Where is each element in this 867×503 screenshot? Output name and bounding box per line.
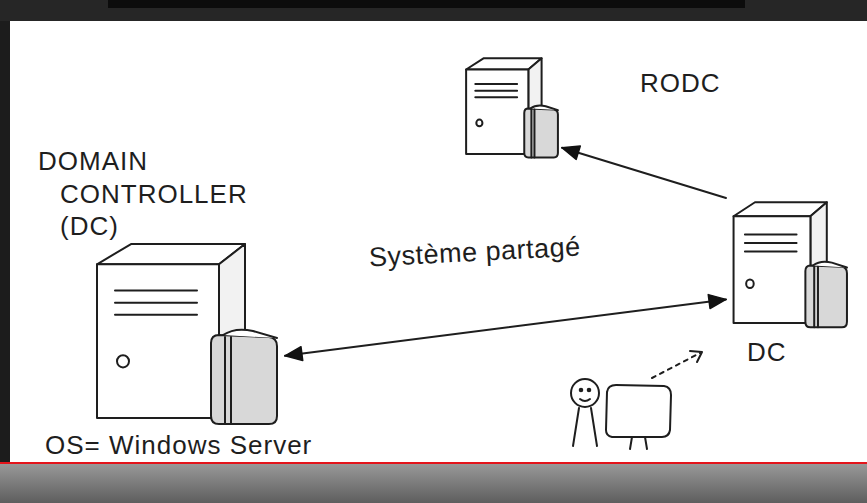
server-icon [726, 198, 852, 328]
top-strip [108, 0, 745, 8]
book-cover [524, 108, 558, 157]
left-border [0, 21, 10, 463]
dotted-arrow [652, 353, 700, 378]
server-front [734, 216, 811, 323]
server-node: DOMAIN CONTROLLER (DC)OS= Windows Server [85, 238, 285, 425]
server-icon [460, 55, 562, 158]
node-label: DC [747, 336, 787, 369]
person-eye [580, 389, 583, 392]
server-slots [475, 84, 517, 97]
bottom-bar [0, 463, 867, 503]
top-bar [0, 0, 867, 21]
connector [285, 295, 726, 361]
book-spine [814, 267, 818, 327]
server-front [466, 69, 528, 154]
server-button [476, 120, 482, 127]
computer-stand [630, 437, 647, 449]
connector [562, 146, 726, 198]
book-spine [531, 110, 534, 158]
person-smile [580, 399, 590, 401]
arrow-head [285, 347, 303, 361]
connector-line [285, 299, 726, 355]
server-front [97, 264, 219, 418]
person-head [571, 379, 599, 407]
person-eye [588, 389, 591, 392]
computer-screen [606, 385, 671, 437]
book-cover [805, 265, 847, 327]
node-note: OS= Windows Server [45, 429, 312, 462]
server-node: DC [726, 198, 852, 328]
server-button [117, 355, 129, 367]
book-spine [225, 337, 231, 424]
person-body [573, 408, 579, 446]
progress-line [0, 462, 867, 464]
server-slots [115, 291, 197, 315]
server-icon [85, 238, 285, 425]
server-node: RODC [460, 55, 562, 158]
person-body [591, 408, 597, 446]
arrow-head [562, 146, 580, 159]
dotted-arrow-head [690, 351, 702, 362]
node-label: RODC [640, 67, 721, 100]
server-button [746, 280, 754, 288]
node-label: DOMAIN CONTROLLER (DC) [38, 145, 310, 243]
book-cover [211, 335, 277, 424]
connector-label: Système partagé [365, 230, 584, 274]
server-slots [745, 235, 797, 252]
arrow-head [708, 295, 726, 309]
connector-line [562, 148, 726, 198]
